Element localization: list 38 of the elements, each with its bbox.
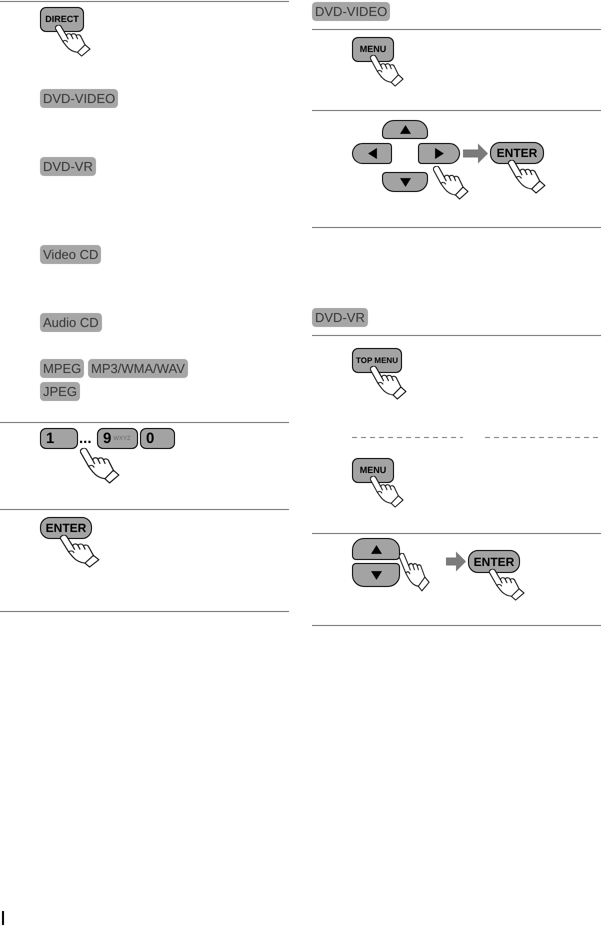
disc-type-tag: JPEG <box>40 382 80 401</box>
remote-key <box>490 142 544 164</box>
disc-type-tag: DVD-VR <box>40 157 96 176</box>
flow-arrow <box>463 144 488 164</box>
cursor-key <box>352 143 392 164</box>
key-label: TOP MENU <box>356 356 398 364</box>
key-label: ENTER <box>474 556 514 568</box>
remote-key <box>352 37 394 62</box>
cursor-key <box>352 563 400 587</box>
remote-key <box>40 7 84 32</box>
remote-key <box>97 428 138 449</box>
disc-type-tag: MP3/WMA/WAV <box>88 359 188 378</box>
disc-type-tag: Audio CD <box>40 313 102 332</box>
flow-arrow <box>446 552 466 572</box>
disc-type-tag: DVD-VR <box>312 308 368 327</box>
cursor-key <box>382 172 428 192</box>
key-label: DIRECT <box>45 15 79 24</box>
cursor-key <box>352 538 400 560</box>
key-label: MENU <box>360 466 386 475</box>
disc-type-tag: MPEG <box>40 359 84 378</box>
key-label: ENTER <box>46 522 86 534</box>
key-label: 0 <box>146 431 154 446</box>
remote-key <box>352 348 402 373</box>
remote-key <box>40 517 92 539</box>
cursor-key <box>418 143 460 164</box>
key-label: 1 <box>46 431 54 446</box>
key-label: MENU <box>360 45 386 54</box>
key-label: ENTER <box>496 147 538 159</box>
remote-key <box>352 458 394 483</box>
ellipsis-text: ... <box>79 431 92 446</box>
disc-type-tag: Video CD <box>40 245 102 264</box>
key-label: 9 <box>103 431 112 446</box>
cursor-key <box>382 120 428 139</box>
remote-key <box>468 550 520 573</box>
disc-type-tag: DVD-VIDEO <box>40 89 118 108</box>
disc-type-tag: DVD-VIDEO <box>312 2 390 21</box>
remote-key <box>140 428 175 449</box>
remote-key <box>40 428 78 449</box>
